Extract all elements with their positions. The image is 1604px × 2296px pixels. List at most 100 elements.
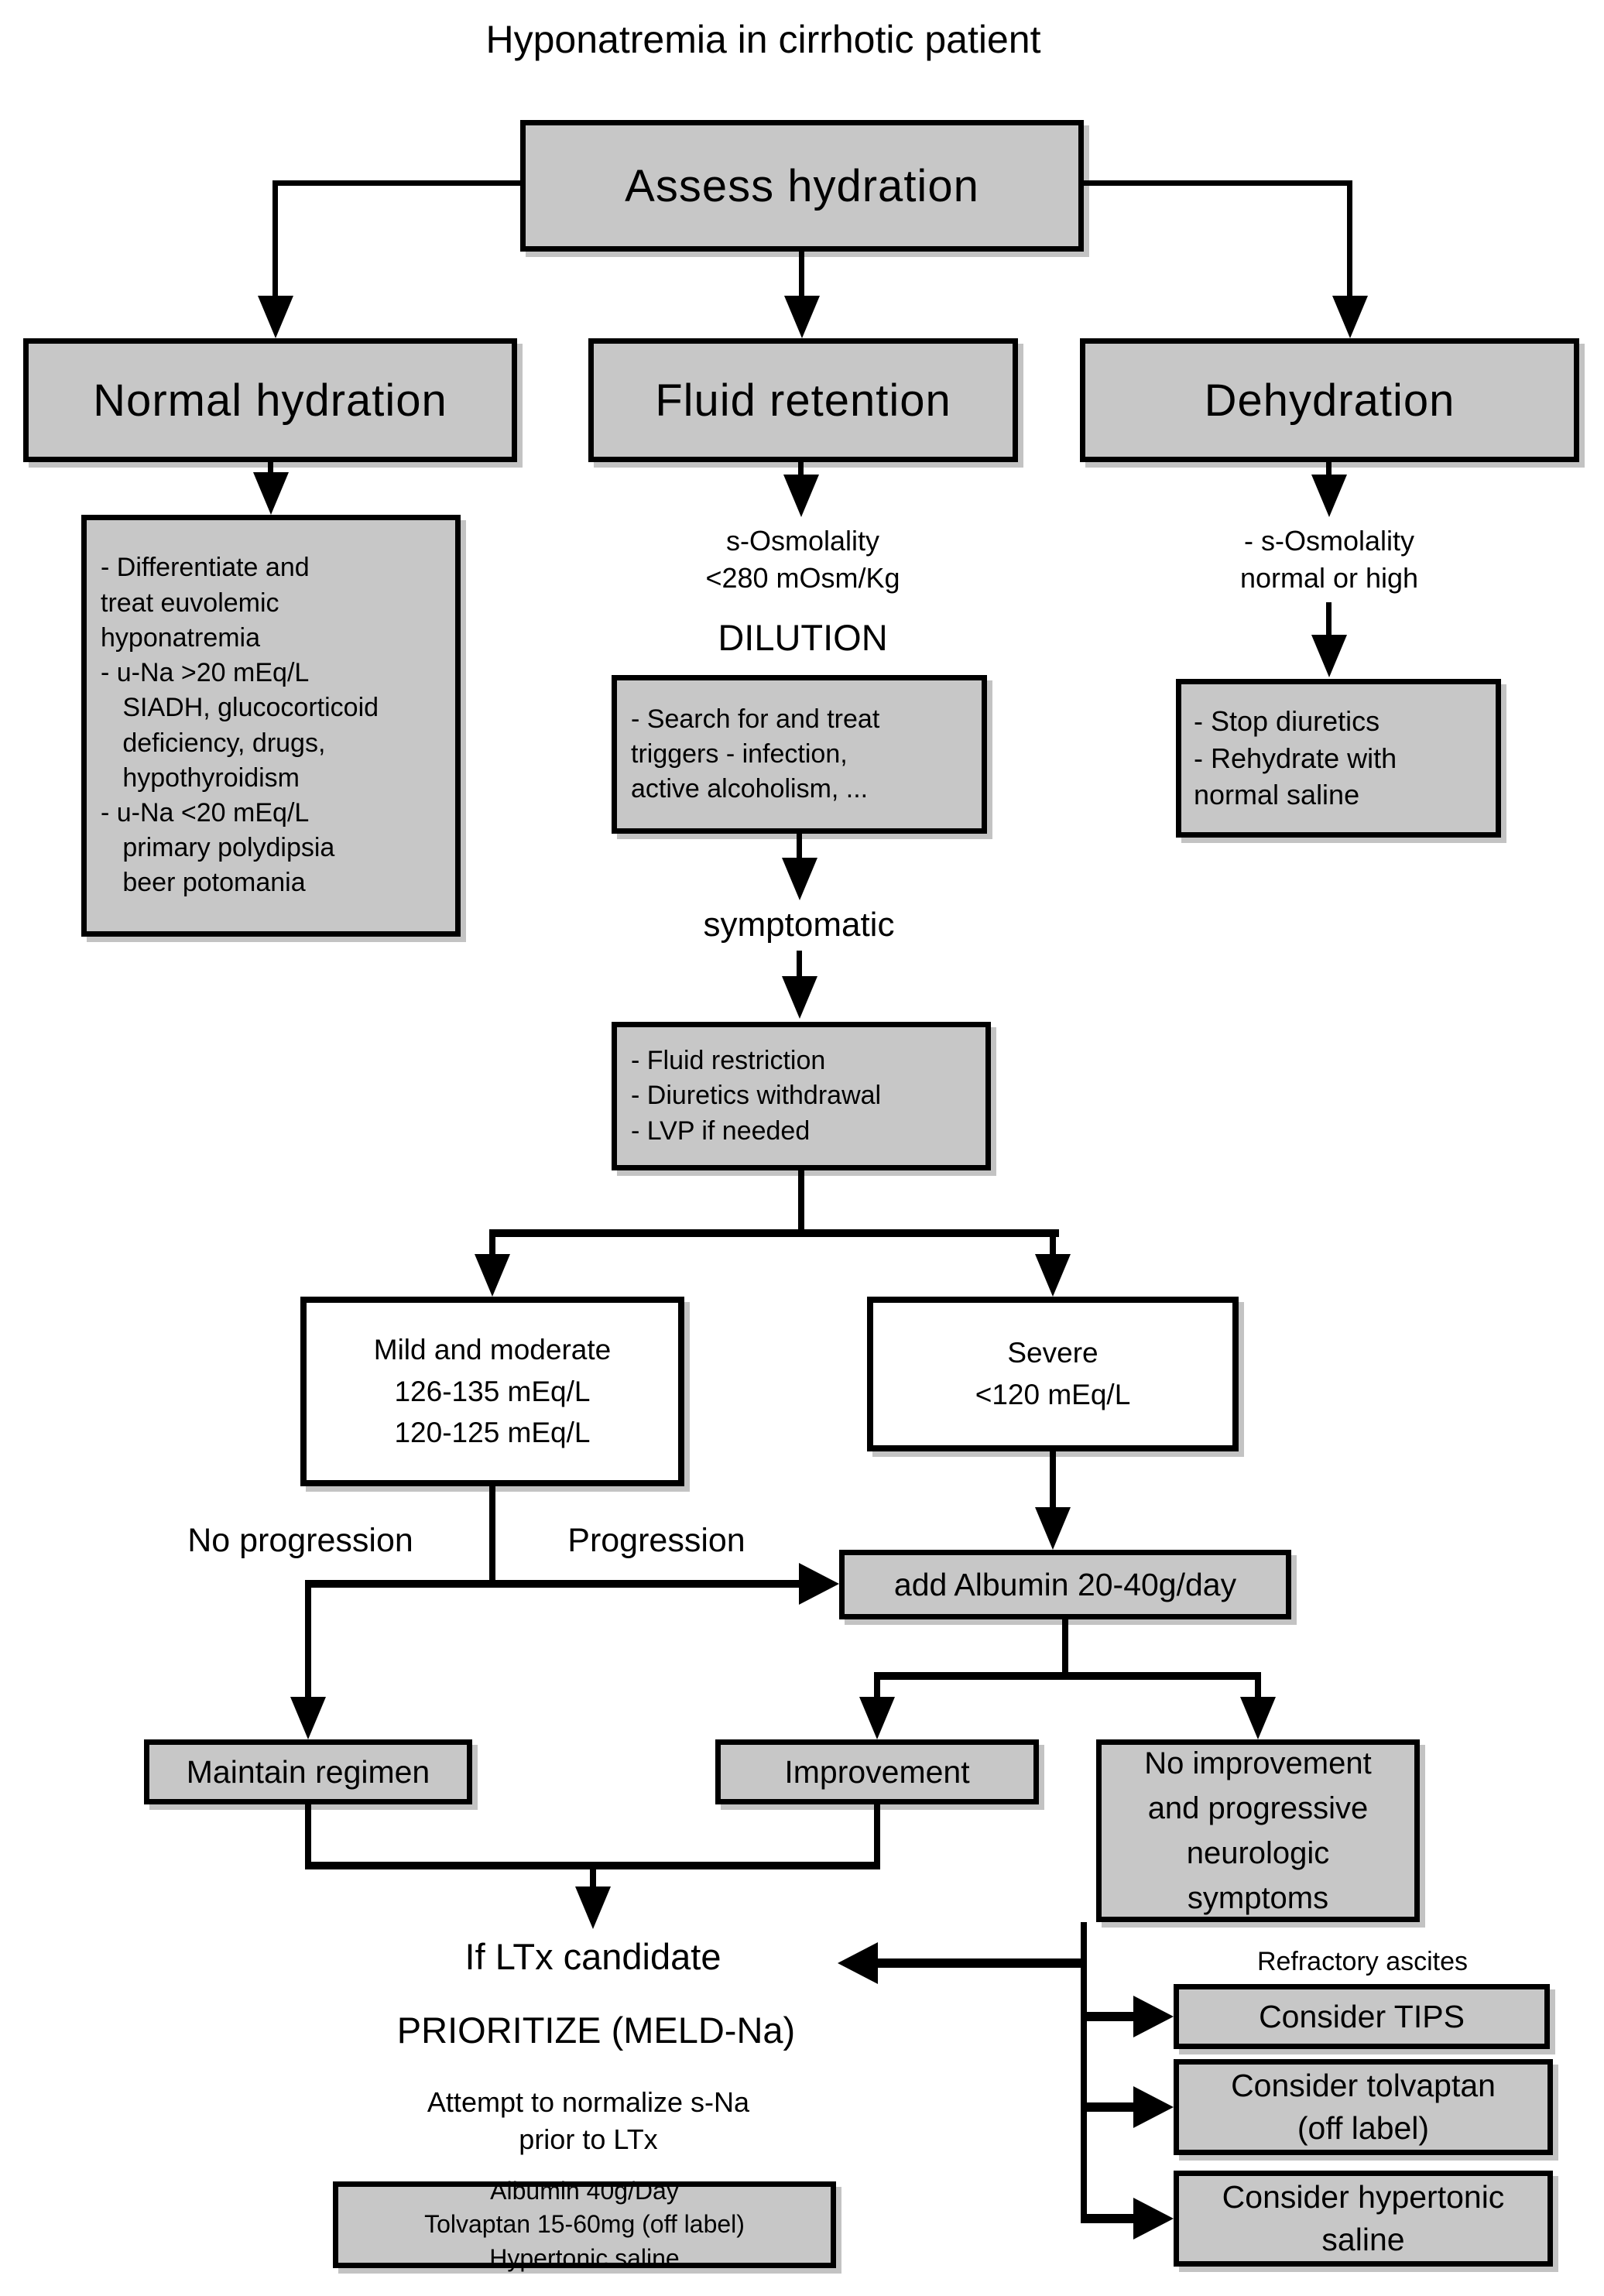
node-search-triggers-text: - Search for and treat triggers - infect… <box>631 704 880 804</box>
node-normal-hydration: Normal hydration <box>23 338 517 462</box>
arrowhead-to-mild <box>475 1254 510 1297</box>
node-euvolemic-info-text: - Differentiate and treat euvolemic hypo… <box>101 553 379 898</box>
arrowhead-to-albumin <box>799 1563 839 1605</box>
connector-no-improvement-down-v <box>1081 1922 1087 2223</box>
connector-hypertonic-h <box>1087 2214 1136 2223</box>
label-no-progression: No progression <box>187 1522 413 1559</box>
connector-mild-down-v <box>489 1486 495 1583</box>
connector-outcome-bar <box>874 1672 1261 1680</box>
arrowhead-to-ltx-path <box>838 1942 878 1984</box>
connector-progression-h <box>305 1580 800 1588</box>
node-stop-diuretics-text: - Stop diuretics - Rehydrate with normal… <box>1194 704 1397 811</box>
node-improvement: Improvement <box>715 1739 1039 1804</box>
node-consider-tips: Consider TIPS <box>1174 1984 1550 2049</box>
node-no-improvement: No improvement and progressive neurologi… <box>1096 1739 1420 1922</box>
arrowhead-to-fluid-retention <box>784 296 820 338</box>
label-attempt-normalize: Attempt to normalize s-Na prior to LTx <box>427 2086 750 2155</box>
connector-ltx-stub <box>590 1869 596 1890</box>
arrowhead-to-dehydration <box>1332 296 1368 338</box>
node-ltx-treatments: Albumin 40g/Day Tolvaptan 15-60mg (off l… <box>333 2177 836 2272</box>
connector-symptomatic-v <box>797 951 802 978</box>
node-search-triggers: - Search for and treat triggers - infect… <box>612 675 987 834</box>
connector-outcome-right-stub <box>1255 1680 1261 1700</box>
label-prioritize: PRIORITIZE (MELD-Na) <box>396 2010 796 2051</box>
arrowhead-to-severe <box>1035 1254 1071 1297</box>
connector-left-arrow-h <box>875 1958 1087 1968</box>
node-severe-text: Severe <120 mEq/L <box>975 1337 1131 1410</box>
label-symptomatic: symptomatic <box>703 906 895 944</box>
arrowhead-to-tips <box>1133 1996 1174 2037</box>
node-stop-diuretics: - Stop diuretics - Rehydrate with normal… <box>1176 679 1501 838</box>
arrowhead-to-fluid-restriction <box>782 976 817 1019</box>
connector-split-bar <box>489 1229 1059 1237</box>
connector-split-right-stub <box>1050 1237 1056 1257</box>
connector-assess-left-v <box>272 180 278 298</box>
node-maintain-regimen-text: Maintain regimen <box>186 1753 430 1790</box>
arrowhead-to-improvement <box>859 1697 895 1739</box>
connector-dehydration-v <box>1326 462 1332 476</box>
node-fluid-retention-label: Fluid retention <box>655 375 951 426</box>
connector-assess-right-h <box>1084 180 1350 186</box>
label-if-ltx: If LTx candidate <box>464 1936 721 1977</box>
connector-tolvaptan-h <box>1087 2102 1136 2112</box>
arrowhead-severe-to-albumin <box>1035 1507 1071 1550</box>
connector-restriction-down-v <box>798 1170 804 1232</box>
connector-assess-mid-v <box>799 252 804 298</box>
node-consider-tolvaptan-text: Consider tolvaptan (off label) <box>1231 2067 1496 2146</box>
label-dilution: DILUTION <box>718 617 888 658</box>
arrowhead-to-if-ltx <box>575 1886 611 1929</box>
label-progression: Progression <box>567 1522 745 1559</box>
connector-severe-down-v <box>1050 1451 1056 1512</box>
arrowhead-to-stop-diuretics <box>1311 635 1347 677</box>
connector-assess-right-v <box>1347 180 1352 298</box>
node-consider-hypertonic: Consider hypertonic saline <box>1174 2171 1553 2267</box>
connector-improvement-down-v <box>874 1804 880 1865</box>
node-albumin-text: add Albumin 20-40g/day <box>893 1566 1237 1602</box>
connector-albumin-down-v <box>1062 1619 1068 1675</box>
arrowhead-to-tolvaptan <box>1133 2086 1174 2128</box>
arrowhead-to-euvolemic-info <box>253 472 289 515</box>
connector-search-v <box>797 834 802 862</box>
connector-ltx-bar <box>305 1862 880 1869</box>
arrowhead-to-osmolality-low <box>783 475 819 517</box>
label-osmolality-low: s-Osmolality <280 mOsm/Kg <box>705 525 900 594</box>
node-no-improvement-text: No improvement and progressive neurologi… <box>1144 1746 1372 1915</box>
node-euvolemic-info: - Differentiate and treat euvolemic hypo… <box>81 515 461 937</box>
arrowhead-to-hypertonic <box>1133 2198 1174 2239</box>
node-dehydration: Dehydration <box>1080 338 1579 462</box>
node-maintain-regimen: Maintain regimen <box>144 1739 472 1804</box>
arrowhead-to-normal-hydration <box>258 296 293 338</box>
connector-tips-h <box>1087 2012 1136 2021</box>
node-consider-tolvaptan: Consider tolvaptan (off label) <box>1174 2059 1553 2155</box>
node-mild-moderate: Mild and moderate 126-135 mEq/L 120-125 … <box>300 1297 684 1486</box>
node-dehydration-label: Dehydration <box>1204 375 1455 426</box>
connector-osmolality-normal-v <box>1326 602 1332 638</box>
node-ltx-treatments-text: Albumin 40g/Day Tolvaptan 15-60mg (off l… <box>424 2177 745 2272</box>
connector-no-progression-v <box>305 1580 311 1702</box>
node-assess-hydration-label: Assess hydration <box>625 160 979 211</box>
connector-assess-left-h <box>272 180 520 186</box>
arrowhead-to-symptomatic <box>782 858 817 900</box>
node-severe: Severe <120 mEq/L <box>867 1297 1239 1451</box>
node-assess-hydration: Assess hydration <box>520 120 1084 252</box>
node-improvement-text: Improvement <box>784 1753 970 1790</box>
node-fluid-restriction: - Fluid restriction - Diuretics withdraw… <box>612 1022 991 1170</box>
connector-split-left-stub <box>489 1237 495 1257</box>
node-consider-hypertonic-text: Consider hypertonic saline <box>1222 2178 1505 2257</box>
node-albumin: add Albumin 20-40g/day <box>839 1550 1291 1619</box>
label-osmolality-normal: - s-Osmolality normal or high <box>1239 525 1419 594</box>
connector-fluid-v <box>798 462 804 476</box>
label-refractory-ascites: Refractory ascites <box>1256 1947 1469 1976</box>
node-fluid-restriction-text: - Fluid restriction - Diuretics withdraw… <box>631 1046 882 1146</box>
arrowhead-to-osmolality-normal <box>1311 475 1347 517</box>
node-fluid-retention: Fluid retention <box>588 338 1018 462</box>
page-title: Hyponatremia in cirrhotic patient <box>485 18 1041 61</box>
arrowhead-to-no-improvement <box>1240 1697 1276 1739</box>
node-normal-hydration-label: Normal hydration <box>93 375 447 426</box>
connector-maintain-down-v <box>305 1804 311 1865</box>
node-mild-moderate-text: Mild and moderate 126-135 mEq/L 120-125 … <box>373 1334 612 1449</box>
node-consider-tips-text: Consider TIPS <box>1259 1998 1465 2034</box>
arrowhead-to-maintain <box>290 1697 326 1739</box>
connector-outcome-left-stub <box>874 1680 880 1700</box>
